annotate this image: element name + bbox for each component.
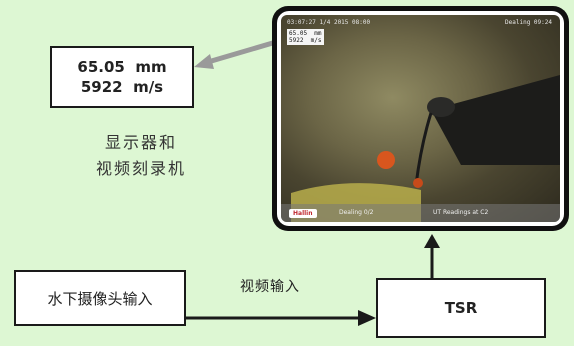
screen-bottom-bar: Hallin Dealing 0/2 UT Readings at C2 [281,204,560,222]
video-input-label: 视频输入 [240,279,300,295]
camera-input-box: 水下摄像头输入 [14,270,186,326]
camera-input-label: 水下摄像头输入 [47,289,153,308]
screen-bottom-mid-text: Dealing 0/2 [339,209,374,216]
screen-readout-line1: 65.05 mm [289,30,322,37]
screen-readout: 65.05 mm 5922 m/s [287,29,324,45]
velocity-reading: 5922 m/s [80,78,164,96]
display-caption-line2: 视频刻录机 [95,159,186,178]
screen-bottom-right-text: UT Readings at C2 [433,209,489,216]
display-caption: 显示器和 视频刻录机 [56,130,226,182]
thickness-reading: 65.05 mm [77,58,167,76]
display-caption-line1: 显示器和 [104,133,177,152]
underwater-scene [291,75,560,222]
monitor-to-reading-arrow [194,39,277,69]
monitor-bezel: 03:07:27 1/4 2015 08:00 Dealing 09:24 65… [277,11,564,226]
monitor: 03:07:27 1/4 2015 08:00 Dealing 09:24 65… [272,6,569,231]
screen-top-right-text: Dealing 09:24 [505,19,552,26]
hallin-logo: Hallin [289,209,317,218]
camera-to-tsr-arrow [186,310,376,326]
reading-box: 65.05 mm 5922 m/s [50,46,194,108]
video-screen: 03:07:27 1/4 2015 08:00 Dealing 09:24 65… [281,15,560,222]
tsr-label: TSR [444,299,478,317]
tsr-box: TSR [376,278,546,338]
screen-top-left-text: 03:07:27 1/4 2015 08:00 [287,19,371,26]
tsr-to-monitor-arrow [424,234,440,278]
screen-readout-line2: 5922 m/s [289,37,322,44]
